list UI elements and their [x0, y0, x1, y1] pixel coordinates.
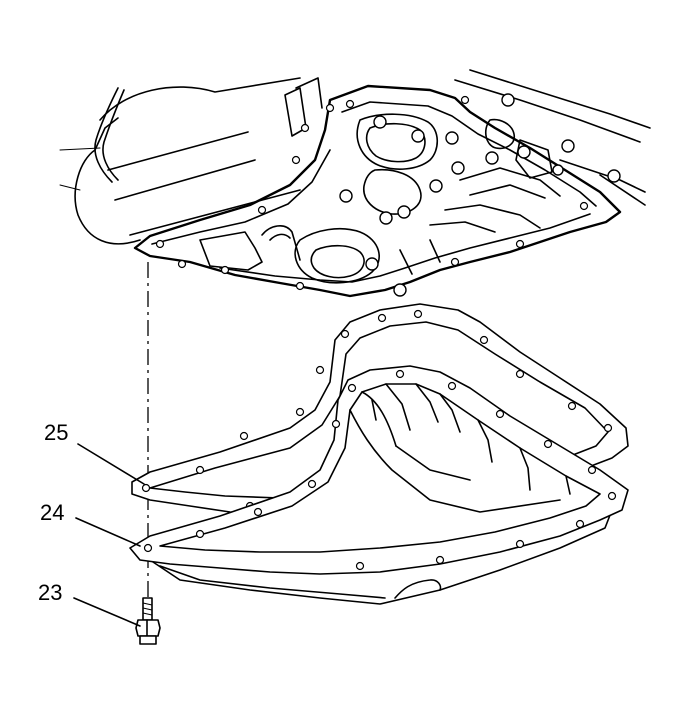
transmission-case: [59, 69, 651, 298]
oil-pan: [129, 365, 629, 605]
pan-flange-holes: [143, 369, 617, 571]
callout-leader-23: [73, 597, 141, 627]
callout-label-23: 23: [38, 580, 62, 605]
case-bolts: [339, 93, 621, 297]
case-flange-holes: [155, 95, 589, 291]
callout-label-24: 24: [40, 500, 64, 525]
callout-label-25: 25: [44, 420, 68, 445]
callout-leader-25: [77, 443, 145, 485]
callout-leader-24: [75, 517, 141, 547]
oil-pan-bolt: [135, 597, 161, 645]
